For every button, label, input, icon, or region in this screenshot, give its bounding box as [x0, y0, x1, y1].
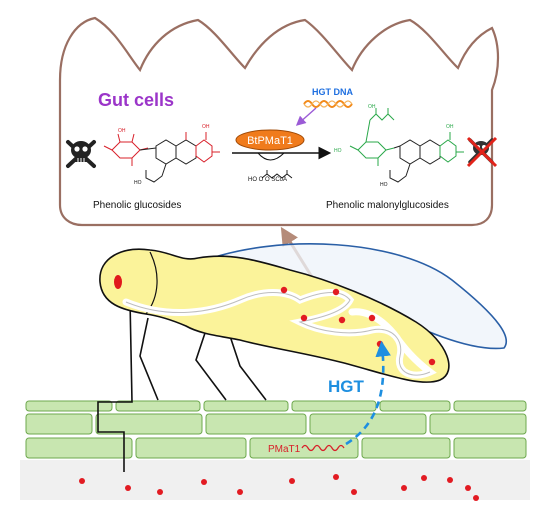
gut-cells-title: Gut cells — [98, 90, 174, 110]
phenolic-malonylglucoside-structure — [349, 108, 464, 183]
phenolic-glucoside-ho: HO — [134, 180, 142, 186]
hgt-label: HGT — [328, 377, 365, 396]
cofactor-label: HO O O SCoA — [248, 177, 287, 183]
phenolic-glucoside-structure — [103, 132, 220, 183]
insect-gut-outline — [125, 292, 431, 376]
malonyl-oh: OH — [368, 104, 376, 110]
gut-metabolite-dots — [280, 286, 436, 366]
plant-gene-label: PMaT1 — [268, 444, 301, 455]
insect-front-leg — [97, 299, 133, 472]
malonyl-coa-structure — [261, 170, 293, 179]
enzyme-btpmat1 — [235, 129, 305, 151]
phloem-metabolite-dots — [79, 474, 479, 501]
hgt-dna-wave-icon-2 — [303, 100, 353, 108]
malonyl-aglycone-ho: HO — [380, 182, 388, 188]
phenolic-glucoside-oh: OH — [118, 128, 126, 134]
insect-hind-leg — [195, 329, 267, 401]
gut-cells-box — [58, 16, 500, 227]
crossed-skull-icon — [466, 136, 498, 168]
insect-eye — [114, 275, 122, 289]
cofactor-curve — [257, 152, 285, 161]
insect-body — [99, 248, 450, 383]
plant-leaf-tissue — [20, 396, 530, 500]
enzyme-label: BtPMaT1 — [247, 135, 293, 147]
skull-crossbones-icon — [66, 140, 96, 168]
plant-gene-dna-icon — [301, 444, 345, 452]
malonyl-ho: HO — [334, 148, 342, 154]
hgt-dna-label: HGT DNA — [312, 87, 353, 97]
dna-to-enzyme-arrow — [295, 107, 317, 126]
product-label: Phenolic malonylglucosides — [326, 200, 449, 211]
malonyl-aglycone-oh: OH — [446, 124, 454, 130]
phenolic-glucoside-oh2: OH — [202, 124, 210, 130]
substrate-label: Phenolic glucosides — [93, 200, 181, 211]
insect-mid-leg — [139, 317, 159, 401]
